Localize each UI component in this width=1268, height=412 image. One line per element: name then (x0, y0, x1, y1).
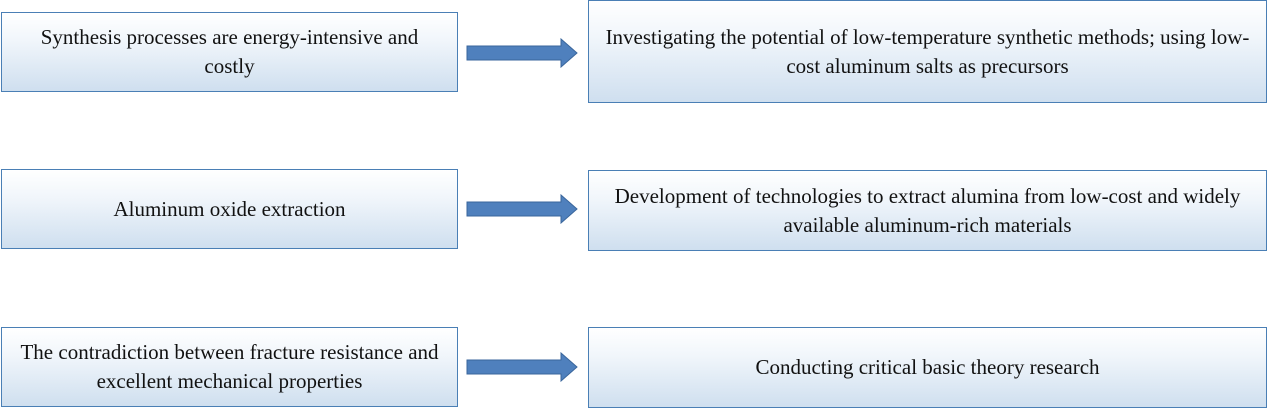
arrow-right-icon (466, 352, 578, 382)
solution-box-1: Investigating the potential of low-tempe… (588, 0, 1267, 103)
arrow-right-icon (466, 194, 578, 224)
solution-text-3: Conducting critical basic theory researc… (755, 355, 1100, 379)
problem-text-2: Aluminum oxide extraction (113, 196, 346, 221)
solution-text-1: Investigating the potential of low-tempe… (605, 24, 1250, 78)
problem-box-1: Synthesis processes are energy-intensive… (1, 12, 458, 92)
solution-box-2: Development of technologies to extract a… (588, 170, 1267, 251)
solution-text-2: Development of technologies to extract a… (614, 183, 1241, 237)
arrow-right-icon (466, 38, 578, 68)
problem-text-3: The contradiction between fracture resis… (20, 340, 439, 393)
problem-box-2: Aluminum oxide extraction (1, 169, 458, 249)
problem-text-1: Synthesis processes are energy-intensive… (40, 25, 419, 78)
solution-box-3: Conducting critical basic theory researc… (588, 327, 1267, 408)
problem-box-3: The contradiction between fracture resis… (1, 327, 458, 407)
